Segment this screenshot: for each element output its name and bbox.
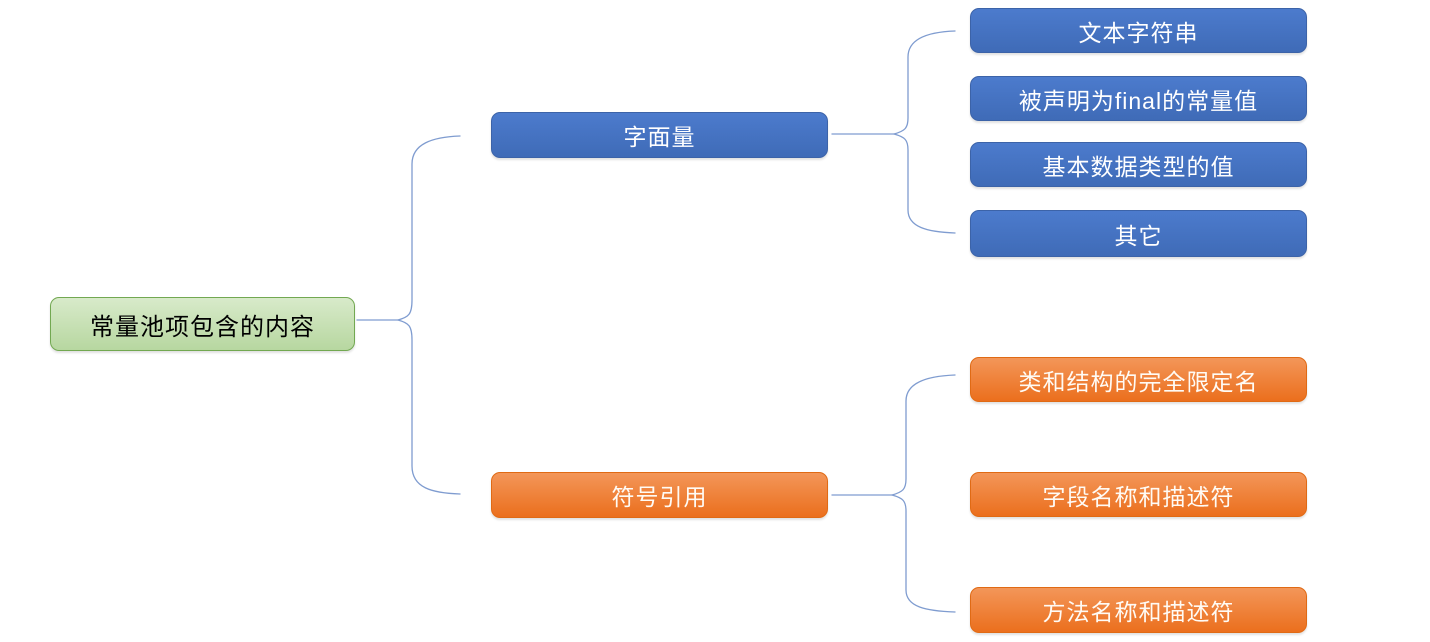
leaf-node-text-string: 文本字符串 — [970, 8, 1307, 53]
leaf-node-final-constant: 被声明为final的常量值 — [970, 76, 1307, 121]
leaf-node-primitive-values: 基本数据类型的值 — [970, 142, 1307, 187]
root-node: 常量池项包含的内容 — [50, 297, 355, 351]
brace-symbolic-connector — [831, 374, 956, 613]
brace-literal-connector — [831, 30, 956, 234]
leaf-node-other: 其它 — [970, 210, 1307, 257]
brace-root-connector — [356, 135, 461, 495]
leaf-node-field-name-descriptor: 字段名称和描述符 — [970, 472, 1307, 517]
leaf-node-method-name-descriptor: 方法名称和描述符 — [970, 587, 1307, 633]
branch-node-symbolic: 符号引用 — [491, 472, 828, 518]
leaf-node-class-qualified-name: 类和结构的完全限定名 — [970, 357, 1307, 402]
branch-node-literal: 字面量 — [491, 112, 828, 158]
